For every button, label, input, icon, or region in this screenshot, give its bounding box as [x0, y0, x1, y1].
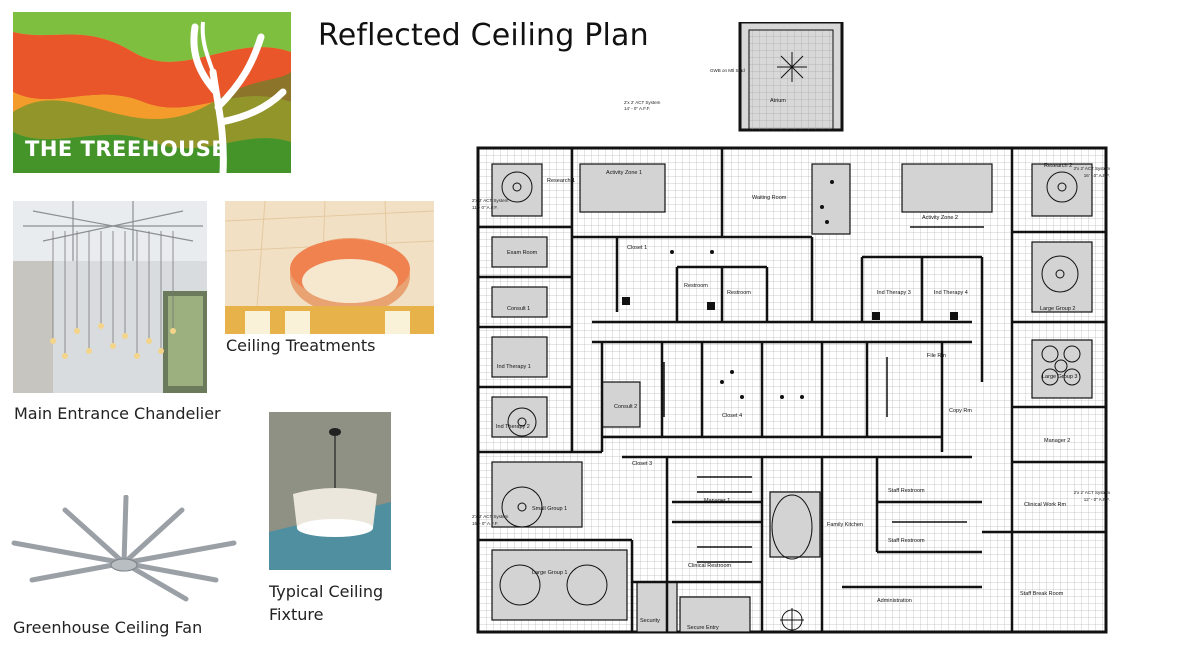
label-restroom-b: Restroom — [727, 290, 751, 296]
logo-wordmark: THE TREEHOUSE — [25, 137, 227, 161]
label-manager-1: Manager 1 — [704, 498, 730, 504]
note-act-system-right: 2'x 2' ACT System — [1074, 166, 1111, 171]
label-administration: Administration — [877, 598, 912, 604]
note-act-system-top: 2'x 2' ACT System — [624, 100, 661, 105]
ceiling-fan-caption: Greenhouse Ceiling Fan — [13, 618, 203, 637]
label-family-kitchen: Family Kitchen — [827, 522, 863, 528]
note-aff-left-2: 16' - 0" A.F.F. — [472, 521, 498, 526]
label-clinical-work-rm: Clinical Work Rm — [1024, 502, 1066, 508]
reflected-ceiling-plan: Atrium Waiting Room Activity Zone 1 Acti… — [472, 20, 1112, 662]
ceiling-treatment-photo — [225, 201, 434, 334]
label-file-rm: File Rm — [927, 353, 946, 359]
page-title: Reflected Ceiling Plan — [318, 18, 649, 53]
label-staff-break-room: Staff Break Room — [1020, 591, 1064, 597]
label-manager-2: Manager 2 — [1044, 438, 1070, 444]
chandelier-image — [13, 201, 207, 393]
label-large-group-3: Large Group 3 — [1042, 374, 1077, 380]
label-activity-zone-2: Activity Zone 2 — [922, 215, 958, 221]
label-consult-1: Consult 1 — [507, 306, 530, 312]
fixture-image — [269, 412, 391, 570]
label-copy-rm: Copy Rm — [949, 408, 972, 414]
label-activity-zone-1: Activity Zone 1 — [606, 170, 642, 176]
label-small-group-1: Small Group 1 — [532, 506, 567, 512]
label-large-group-2: Large Group 2 — [1040, 306, 1075, 312]
label-waiting-room: Waiting Room — [752, 195, 787, 201]
fixture-caption-line2: Fixture — [269, 605, 324, 624]
ceiling-fan-image — [11, 494, 237, 602]
chandelier-caption: Main Entrance Chandelier — [14, 404, 221, 423]
label-consult-2: Consult 2 — [614, 404, 637, 410]
ceiling-treatment-image — [225, 201, 434, 334]
note-act-system-right-2: 2'x 2' ACT System — [1074, 490, 1111, 495]
logo-artwork — [13, 12, 291, 173]
downlights — [622, 180, 958, 399]
label-ind-therapy-2: Ind Therapy 2 — [496, 424, 530, 430]
note-aff-right: 16' - 0" A.F.F. — [1084, 173, 1110, 178]
chandelier-photo — [13, 201, 207, 393]
note-aff-right-2: 12' - 0" A.F.F. — [1084, 497, 1110, 502]
label-restroom: Restroom — [684, 283, 708, 289]
label-exam-room: Exam Room — [507, 250, 538, 256]
note-aff-left: 11' - 0" A.F.F. — [472, 205, 498, 210]
label-staff-restroom-2: Staff Restroom — [888, 538, 925, 544]
label-ind-therapy-1: Ind Therapy 1 — [497, 364, 531, 370]
label-secure-entry: Secure Entry — [687, 625, 719, 631]
note-act-system-left-2: 2'x 2' ACT System — [472, 514, 509, 519]
label-ind-therapy-3: Ind Therapy 3 — [877, 290, 911, 296]
fixture-caption-line1: Typical Ceiling — [269, 582, 384, 601]
label-clinical-restroom: Clinical Restroom — [688, 563, 732, 569]
note-act-system-left: 2'x 2' ACT System — [472, 198, 509, 203]
label-security: Security — [640, 618, 660, 624]
fixture-photo — [269, 412, 391, 570]
label-research-2: Research 2 — [1044, 163, 1072, 169]
ceiling-fan-photo — [10, 494, 238, 605]
treehouse-logo: THE TREEHOUSE — [13, 12, 291, 173]
note-gwb-top: GWB on Mtl Stud — [710, 68, 745, 73]
label-closet-1: Closet 1 — [627, 245, 647, 251]
note-aff-top: 14' - 0" A.F.F. — [624, 106, 650, 111]
fixture-caption: Typical Ceiling Fixture — [269, 580, 383, 626]
atrium-fan-icon — [777, 52, 807, 82]
label-atrium: Atrium — [770, 98, 786, 104]
label-large-group-1: Large Group 1 — [532, 570, 567, 576]
linear-fixtures — [663, 226, 984, 563]
label-closet-4: Closet 4 — [722, 413, 742, 419]
label-closet-3: Closet 3 — [632, 461, 652, 467]
ceiling-plan-drawing: Atrium Waiting Room Activity Zone 1 Acti… — [472, 20, 1111, 634]
ceiling-treatments-caption: Ceiling Treatments — [226, 336, 376, 355]
label-ind-therapy-4: Ind Therapy 4 — [934, 290, 968, 296]
label-research-1: Research 1 — [547, 178, 575, 184]
label-staff-restroom-1: Staff Restroom — [888, 488, 925, 494]
light-fixtures — [499, 171, 1081, 632]
